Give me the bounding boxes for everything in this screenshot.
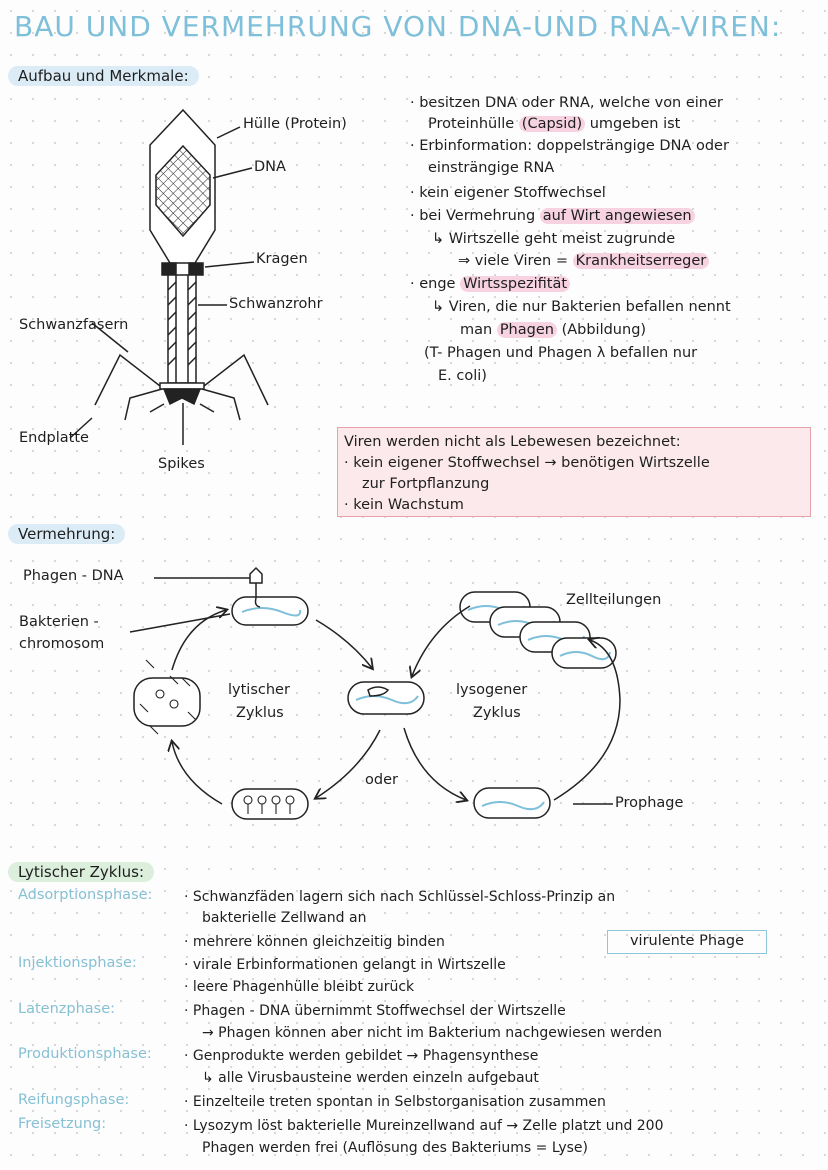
section-aufbau: Aufbau und Merkmale: [8,66,199,86]
label-lysogener-zyklus: Zyklus [473,705,521,721]
label-kragen: Kragen [256,251,308,267]
merkmal-line-8: ⇒ viele Viren = Krankheitserreger [458,251,710,272]
phase-reifung: Reifungsphase: [18,1092,130,1108]
cycle-diagram [129,566,621,820]
merkmal-line-4: einsträngige RNA [428,160,555,176]
phase-adsorption-line-3: · mehrere können gleichzeitig binden [184,934,445,950]
merkmal-line-5: · kein eigener Stoffwechsel [410,185,606,201]
phase-adsorption: Adsorptionsphase: [18,887,153,903]
section-vermehrung: Vermehrung: [8,524,126,544]
label-prophage: Prophage [615,795,684,811]
phage-heads-left [139,659,197,735]
label-lytischer-zyklus: Zyklus [236,705,284,721]
phase-latenz: Latenzphase: [18,1001,116,1017]
label-lysogener: lysogener [456,682,528,698]
info-box-lebewesen: Viren werden nicht als Lebewesen bezeich… [337,427,811,517]
label-lytischer: lytischer [228,682,290,698]
phase-produktion-line-1: · Genprodukte werden gebildet → Phagensy… [184,1048,539,1064]
phase-produktion: Produktionsphase: [18,1046,152,1062]
merkmal-line-7: ↳ Wirtszelle geht meist zugrunde [432,231,676,247]
label-chromosom: chromosom [19,636,105,652]
merkmal-line-12: (T- Phagen und Phagen λ befallen nur [424,345,698,361]
phase-reifung-line-1: · Einzelteile treten spontan in Selbstor… [184,1094,606,1110]
label-schwanzfasern: Schwanzfasern [19,317,129,333]
label-bakterien: Bakterien - [19,614,99,630]
phase-latenz-line-1: · Phagen - DNA übernimmt Stoffwechsel de… [184,1003,566,1019]
phase-adsorption-line-1: · Schwanzfäden lagern sich nach Schlüsse… [184,889,616,905]
label-zellteilungen: Zellteilungen [566,592,662,608]
phase-produktion-line-2: ↳ alle Virusbausteine werden einzeln auf… [202,1070,539,1086]
phase-injektion-line-1: · virale Erbinformationen gelangt in Wir… [184,957,506,973]
phase-adsorption-line-2: bakterielle Zellwand an [202,910,367,926]
label-phagen-dna: Phagen - DNA [23,568,124,584]
merkmal-line-6: · bei Vermehrung auf Wirt angewiesen [410,206,695,227]
merkmal-line-9: · enge Wirtsspezifität [410,274,571,295]
merkmal-line-13: E. coli) [438,368,487,384]
info-line-2: · kein eigener Stoffwechsel → benötigen … [344,455,710,471]
phase-freisetzung-line-1: · Lysozym löst bakterielle Mureinzellwan… [184,1118,664,1134]
merkmal-line-11: man Phagen (Abbildung) [460,322,647,338]
info-line-1: Viren werden nicht als Lebewesen bezeich… [344,434,681,450]
phase-freisetzung: Freisetzung: [18,1116,107,1132]
virulent-phage-box: virulente Phage [607,930,767,954]
label-oder: oder [365,772,398,788]
phase-freisetzung-line-2: Phagen werden frei (Auflösung des Bakter… [202,1140,589,1156]
merkmal-line-2: Proteinhülle (Capsid) umgeben ist [428,116,681,132]
phase-injektion-line-2: · leere Phagenhülle bleibt zurück [184,979,415,995]
phase-latenz-line-2: → Phagen können aber nicht im Bakterium … [202,1025,662,1041]
label-huelle: Hülle (Protein) [243,116,347,132]
info-line-3: zur Fortpflanzung [362,476,490,492]
label-schwanzrohr: Schwanzrohr [229,296,323,312]
phage-diagram [69,108,269,445]
label-dna: DNA [254,159,286,175]
label-spikes: Spikes [158,456,205,472]
merkmal-line-10: ↳ Viren, die nur Bakterien befallen nenn… [432,299,731,315]
merkmal-line-3: · Erbinformation: doppelsträngige DNA od… [410,138,729,154]
section-lytischer-zyklus: Lytischer Zyklus: [8,862,155,882]
info-line-4: · kein Wachstum [344,497,464,513]
page-title: BAU UND VERMEHRUNG VON DNA-UND RNA-VIREN… [14,10,782,43]
label-endplatte: Endplatte [19,430,89,446]
merkmal-line-1: · besitzen DNA oder RNA, welche von eine… [410,95,723,111]
phase-injektion: Injektionsphase: [18,955,137,971]
